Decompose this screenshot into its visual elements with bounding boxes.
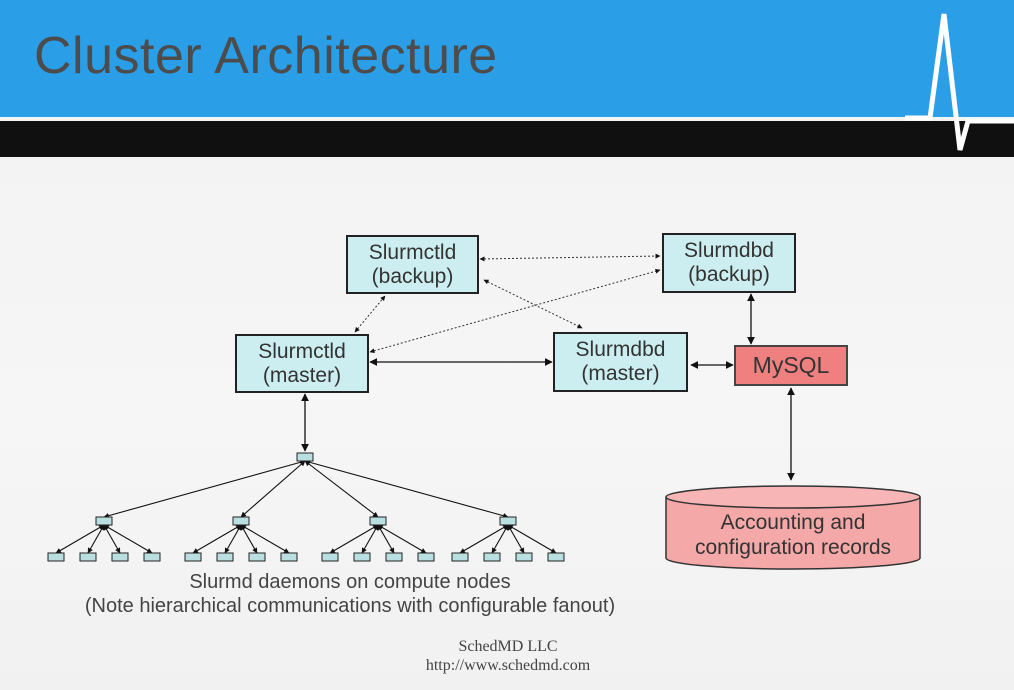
slurmd-node [111,552,129,562]
tree-link [377,524,427,554]
tree-link [103,459,306,519]
header-dark-band [0,121,1014,157]
slide-title: Cluster Architecture [34,27,498,85]
node-name: Slurmctld [258,339,346,363]
slurmd-node [248,552,266,562]
caption-line2: (Note hierarchical communications with c… [84,595,616,617]
tree-link [361,524,379,554]
records-label-line1: Accounting and [720,511,866,534]
slurmdbd-master-node: Slurmdbd(master) [553,332,688,392]
slurmd-node [79,552,97,562]
slurmdbd-backup-node: Slurmdbd(backup) [662,233,796,293]
slurmd-node [417,552,435,562]
tree-link [329,524,379,554]
link-ctld-backup-dbd-master [483,279,583,329]
tree-mid-node [95,516,113,526]
node-role: (backup) [688,263,770,286]
slurmd-node [216,552,234,562]
slurmd-node [184,552,202,562]
node-role: (master) [581,362,660,385]
records-label: Accounting and configuration records [666,510,920,560]
mysql-node: MySQL [734,345,848,386]
tree-link [55,524,105,554]
slurmd-node [547,552,565,562]
primary-links [301,293,795,481]
tree-link [87,524,105,554]
heartbeat-line-icon [905,13,1014,151]
slurmd-node [483,552,501,562]
node-role: (master) [262,363,342,387]
tree-link [103,524,153,554]
node-name: Slurmctld [368,240,457,264]
tree-link [304,459,509,519]
tree-link [240,460,306,518]
node-name: Slurmdbd [684,239,774,262]
tree-link [304,460,379,518]
tree-link [192,524,242,554]
slurmd-node [515,552,533,562]
slurmd-tree [47,452,565,562]
tree-link [491,524,509,554]
tree-link [240,524,290,554]
header-band [0,0,1014,118]
slurmctld-backup-node: Slurmctld(backup) [346,235,479,294]
header-divider [0,117,1014,122]
tree-mid-node [232,516,250,526]
link-ctld-master-ctld-backup [354,295,386,333]
slurmd-node [280,552,298,562]
records-label-line2: configuration records [694,536,892,559]
tree-link [224,524,242,554]
tree-mid-node [369,516,387,526]
slurmd-node [385,552,403,562]
node-role: (backup) [371,264,454,288]
slurmctld-master-node: Slurmctld(master) [235,334,369,393]
tree-root-node [296,452,314,462]
tree-link [459,524,509,554]
slurmd-node [321,552,339,562]
tree-mid-node [499,516,517,526]
node-name: Slurmdbd [575,338,666,361]
footer-url: http://www.schedmd.com [425,657,591,674]
link-ctld-backup-dbd-backup [479,253,661,262]
records-database [665,485,921,570]
slurmd-node [451,552,469,562]
caption-line1: Slurmd daemons on compute nodes [189,571,511,593]
slurmd-node [143,552,161,562]
slurmd-node [47,552,65,562]
footer-company: SchedMD LLC [458,638,558,655]
slurmd-node [353,552,371,562]
tree-link [507,524,557,554]
